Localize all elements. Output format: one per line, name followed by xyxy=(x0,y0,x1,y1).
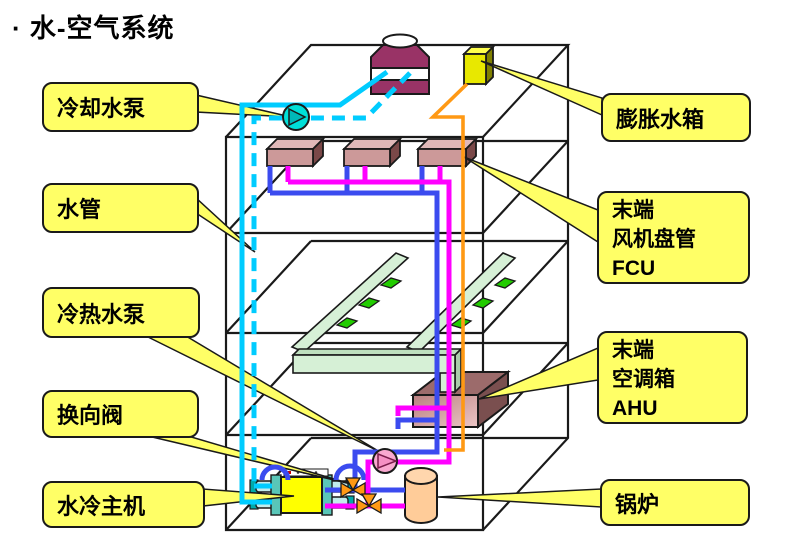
label-cooling-pump: 冷却水泵 xyxy=(42,82,199,132)
label-boiler: 锅炉 xyxy=(600,479,750,526)
fcu-unit xyxy=(341,136,403,169)
callout-tails xyxy=(145,60,603,508)
label-chw-pump: 冷热水泵 xyxy=(42,287,200,338)
expansion-pipe xyxy=(428,82,469,452)
label-chiller: 水冷主机 xyxy=(42,481,205,528)
air-ducts xyxy=(290,252,517,353)
label-ahu: 末端 空调箱 AHU xyxy=(597,331,748,424)
fcu-unit xyxy=(264,136,326,169)
page-title: · 水-空气系统 xyxy=(12,13,175,43)
cooling-tower xyxy=(370,33,430,95)
boiler xyxy=(404,467,438,524)
duct-branch xyxy=(405,252,517,353)
cooling-water-pump-symbol xyxy=(282,103,310,131)
expansion-tank xyxy=(461,44,496,87)
label-expansion-tank: 膨胀水箱 xyxy=(601,93,751,142)
duct-main xyxy=(291,348,463,374)
fcu-unit xyxy=(415,136,479,169)
return-pipes xyxy=(259,166,440,493)
duct-branch xyxy=(290,252,410,353)
fcu-units xyxy=(264,136,479,169)
reversing-valve-symbols xyxy=(340,477,382,515)
diffusers xyxy=(335,277,517,329)
cooling-water-pipes xyxy=(239,69,412,505)
supply-pipes xyxy=(285,166,452,509)
label-reversing-valve: 换向阀 xyxy=(42,390,199,438)
label-fcu: 末端 风机盘管 FCU xyxy=(597,191,750,284)
label-water-pipe: 水管 xyxy=(42,183,199,233)
chw-pump-symbol xyxy=(372,448,399,474)
